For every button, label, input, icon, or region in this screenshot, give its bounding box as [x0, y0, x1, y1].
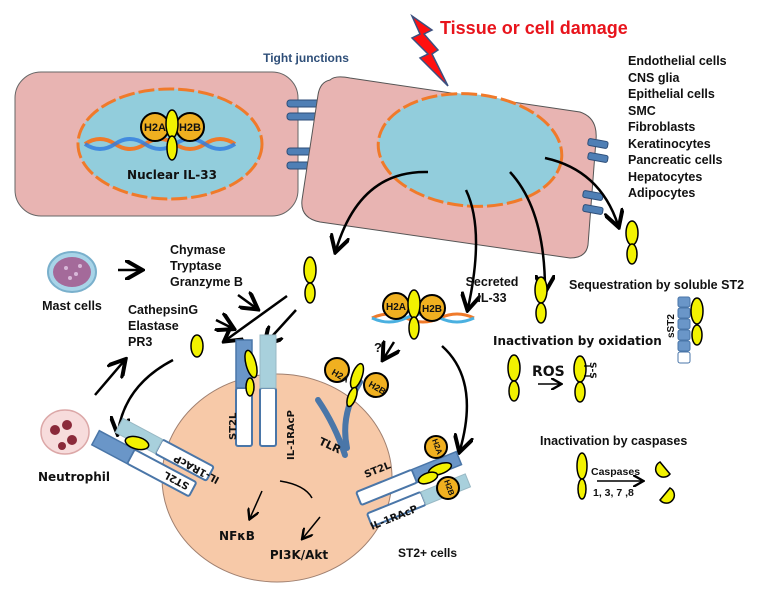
- protease: Tryptase: [170, 259, 221, 273]
- cell-type: Pancreatic cells: [628, 153, 723, 167]
- il1racp-label: IL-1RAcP: [286, 410, 297, 460]
- oxidized-il33: [573, 355, 590, 403]
- cell-type: Adipocytes: [628, 186, 695, 200]
- st2-bound-il33-histone: H2A H2B: [417, 435, 460, 500]
- chromatin-il33-complex: H2A H2B: [371, 289, 475, 340]
- cell-type: Epithelial cells: [628, 87, 715, 101]
- nfkb-label: NFκB: [219, 529, 255, 543]
- cell-type: CNS glia: [628, 71, 680, 85]
- arrow: [441, 345, 467, 450]
- il33-molecule: [625, 220, 639, 265]
- h2b-label: H2B: [179, 122, 201, 134]
- caspase-numbers: 1, 3, 7 ,8: [593, 487, 634, 499]
- h2b-label: H2B: [422, 304, 442, 315]
- il33-molecule: [303, 256, 317, 304]
- protease: Elastase: [128, 319, 179, 333]
- neutrophil-label: Neutrophil: [38, 470, 110, 484]
- caspase-title: Inactivation by caspases: [540, 434, 687, 448]
- disulfide-label: S-S: [587, 362, 597, 379]
- pi3k-akt-label: PI3K/Akt: [270, 548, 329, 562]
- secreted-il33-label: Secreted: [466, 275, 519, 289]
- st2l-receptor: [235, 339, 253, 447]
- cell-type: Hepatocytes: [628, 170, 702, 184]
- h2a-label: H2A: [386, 302, 406, 313]
- diagram-title: Tissue or cell damage: [440, 18, 628, 38]
- il1racp-receptor: [259, 334, 277, 447]
- protease: Chymase: [170, 243, 226, 257]
- sst2-label: sST2: [666, 314, 677, 338]
- st2-cells-label: ST2+ cells: [398, 546, 457, 560]
- caspases-label: Caspases: [591, 466, 640, 478]
- ros-label: ROS: [532, 364, 565, 380]
- soluble-st2: [677, 296, 704, 364]
- tight-junctions-label: Tight junctions: [263, 51, 349, 65]
- cell-type: Endothelial cells: [628, 54, 727, 68]
- il33-molecule: [576, 452, 588, 500]
- right-cell-junctions: [582, 138, 609, 215]
- cell-type: Fibroblasts: [628, 120, 695, 134]
- nuclear-il33-label: Nuclear IL-33: [127, 168, 217, 182]
- tlr-bound-il33: H2A H2B: [324, 357, 389, 408]
- neutrophil-proteases: CathepsinG Elastase PR3: [128, 303, 198, 349]
- release-arrows: [336, 156, 618, 308]
- cleaved-il33-fragments: [654, 461, 676, 504]
- protease: Granzyme B: [170, 275, 243, 289]
- arrow: [384, 342, 394, 358]
- neutrophil-icon: [40, 409, 90, 455]
- oxidation-label: Inactivation by oxidation: [493, 334, 662, 348]
- question-mark: ?: [374, 340, 382, 355]
- protease: PR3: [128, 335, 152, 349]
- il33-molecule: [507, 354, 521, 402]
- right-cell: [301, 76, 597, 259]
- il33-molecule: [534, 276, 548, 324]
- il33-molecule: [190, 334, 204, 358]
- left-cell: H2A H2B Nuclear IL-33: [14, 71, 299, 217]
- sequestration-label: Sequestration by soluble ST2: [569, 278, 744, 292]
- left-receptor-pair: [90, 417, 215, 497]
- st2l-label: ST2L: [228, 412, 239, 440]
- arrow: [303, 516, 321, 538]
- damage-lightning-icon: [410, 13, 449, 87]
- mast-cell-icon: [47, 251, 97, 293]
- mast-cells-label: Mast cells: [42, 299, 102, 313]
- cell-type: Keratinocytes: [628, 137, 711, 151]
- h2a-label: H2A: [144, 122, 166, 134]
- cell-type: SMC: [628, 104, 656, 118]
- arrow: [118, 358, 174, 432]
- arrow: [250, 490, 263, 518]
- mast-cell-proteases: Chymase Tryptase Granzyme B: [170, 243, 243, 289]
- secreted-il33-label: IL-33: [477, 291, 506, 305]
- cell-types-list: Endothelial cells CNS glia Epithelial ce…: [628, 54, 727, 200]
- protease: CathepsinG: [128, 303, 198, 317]
- nuclear-il33-complex: H2A H2B: [140, 109, 205, 161]
- signal-arc: [279, 480, 313, 499]
